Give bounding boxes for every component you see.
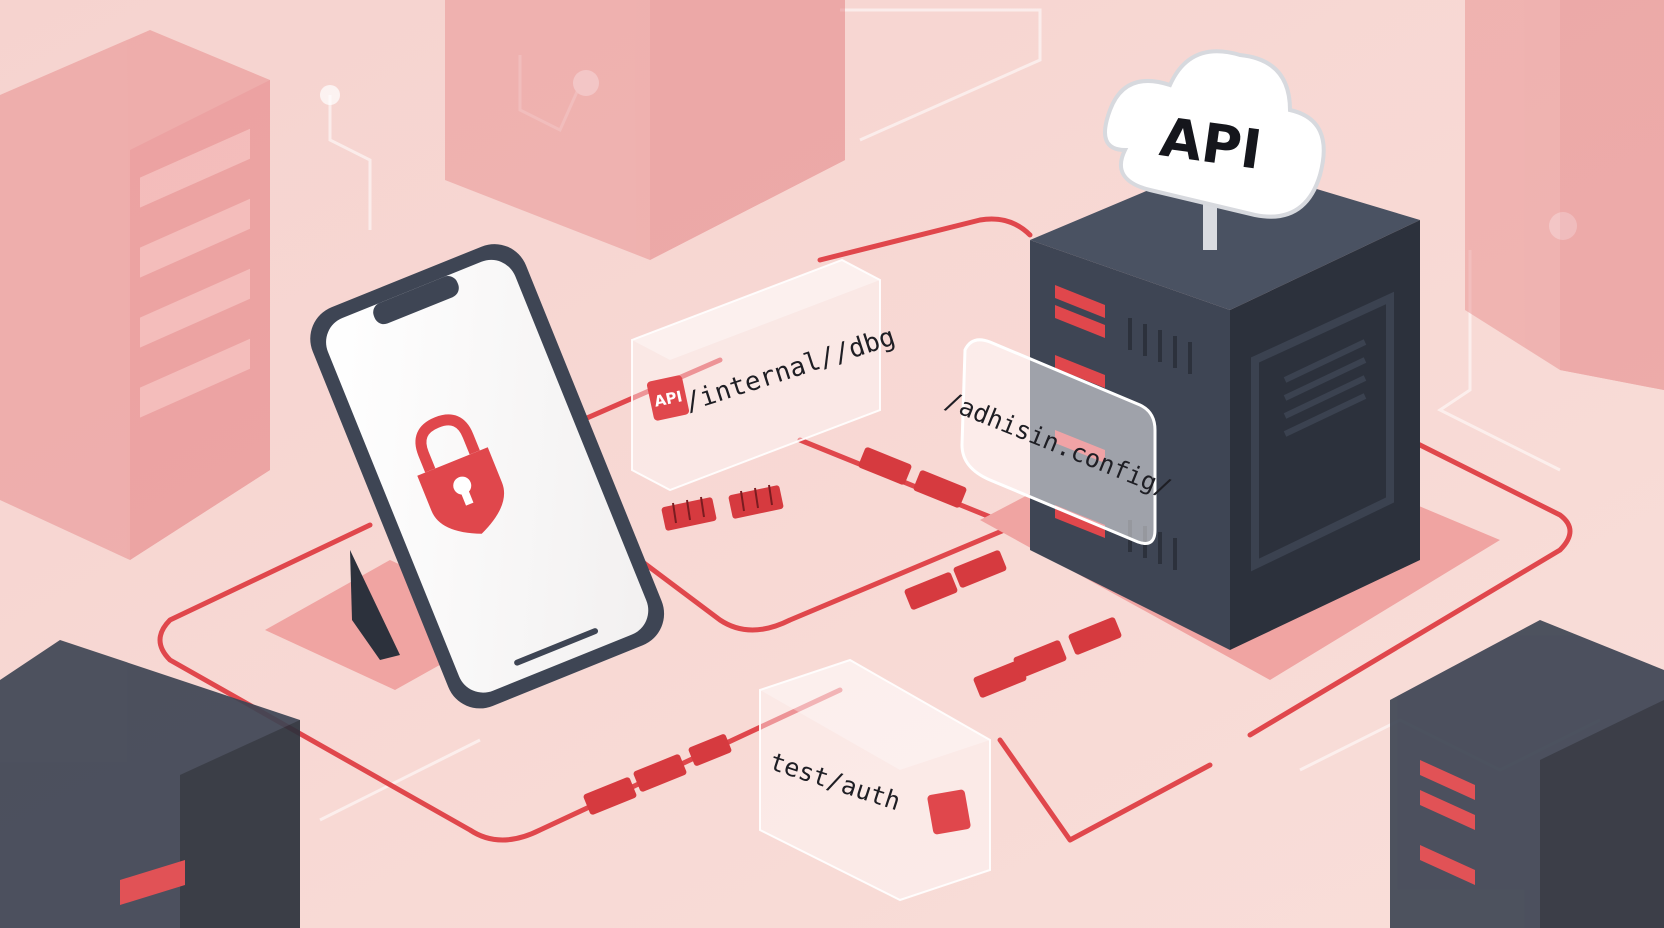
background-server-left (0, 30, 270, 560)
cloud-label: API (1156, 105, 1265, 182)
background-server-right (1465, 0, 1664, 390)
phone-home-bar (514, 628, 599, 666)
server-side (1230, 220, 1420, 650)
server-top (1030, 160, 1420, 310)
data-packets (583, 447, 1122, 815)
foreground-server-right (1390, 620, 1664, 928)
server-side-grille (1283, 339, 1367, 437)
cloud-shape (1103, 49, 1326, 219)
smartphone[interactable] (300, 234, 674, 719)
endpoint-badge-test-auth (927, 789, 971, 835)
background-server-top (445, 0, 845, 260)
api-cloud: API (1103, 49, 1326, 250)
phone-stand (350, 550, 400, 660)
endpoint-badge-label: API (653, 387, 684, 410)
endpoint-card-test-auth[interactable]: test/auth (759, 658, 991, 902)
endpoint-badge-internal (646, 375, 690, 421)
server-vents (1128, 318, 1192, 570)
endpoint-card-internal[interactable]: API /internal//dbg (631, 258, 899, 492)
foreground-server-left (0, 640, 300, 928)
server-side-panel (1251, 291, 1394, 572)
lock-icon (415, 414, 505, 534)
circuit-node (320, 85, 340, 105)
phone-notch (373, 276, 459, 325)
